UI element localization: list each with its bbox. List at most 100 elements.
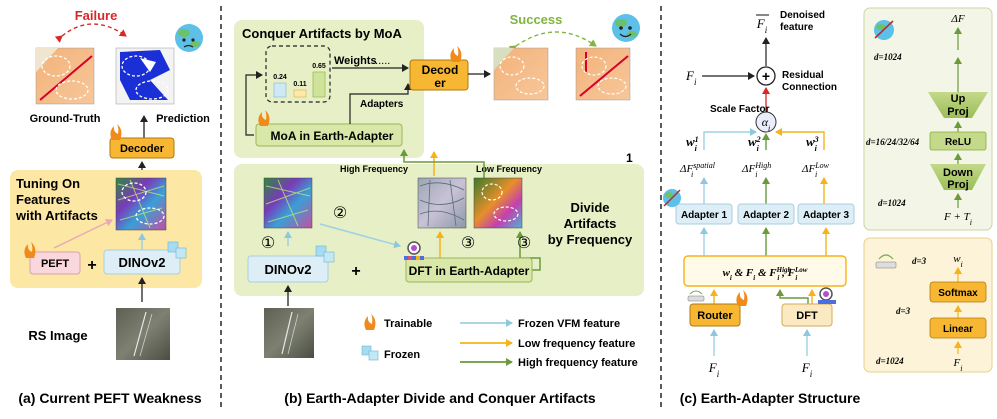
router-label: Router xyxy=(697,310,733,322)
adapter-2-box xyxy=(737,203,795,225)
weight-value-3: 0.65 xyxy=(312,63,326,70)
weight-bar-3 xyxy=(312,71,326,98)
up-proj-line-1: Up xyxy=(951,93,966,105)
peft-label: PEFT xyxy=(41,258,69,270)
scale-factor-label: Scale Factor xyxy=(710,104,770,115)
relu-box xyxy=(929,131,987,151)
weights-dots: ...... xyxy=(372,55,390,67)
rs-image-label: RS Image xyxy=(28,328,87,343)
d-mid-label: d=16/24/32/64 xyxy=(866,137,920,147)
linear-box xyxy=(929,317,987,339)
adapter-1-label: Adapter 1 xyxy=(681,210,728,221)
weight-value-1: 0.24 xyxy=(273,74,287,81)
adapters-label: Adapters xyxy=(360,99,404,110)
divide-line-1: Divide xyxy=(570,200,609,215)
rs-image xyxy=(116,308,170,360)
decoder-box-b xyxy=(409,59,469,91)
dinov2-box-b xyxy=(247,255,329,283)
step-1: ① xyxy=(261,235,275,252)
f-dft-input: Fi xyxy=(801,360,813,379)
flame-icon xyxy=(258,110,270,126)
prediction-label: Prediction xyxy=(156,113,210,125)
happy-earth-icon xyxy=(612,14,640,42)
residual-line-2: Connection xyxy=(782,82,837,93)
step-2: ② xyxy=(333,205,347,222)
ice-cube-icon xyxy=(361,345,379,361)
f-bar-symbol: Fi xyxy=(756,16,768,35)
prediction-image xyxy=(115,47,175,105)
svg-text:+: + xyxy=(762,68,770,84)
weight-value-2: 0.11 xyxy=(293,81,306,88)
adapter-1-box xyxy=(675,203,733,225)
rs-image-b xyxy=(264,308,314,358)
dft-box xyxy=(405,257,533,283)
router-box xyxy=(689,303,741,327)
ice-cube-icon xyxy=(315,245,335,263)
adapter-3-box xyxy=(797,203,855,225)
router-detail-panel xyxy=(863,237,993,373)
adapter-2-label: Adapter 2 xyxy=(743,210,790,221)
residual-line-1: Residual xyxy=(782,70,824,81)
denoised-line-1: Denoised xyxy=(780,10,825,21)
ground-truth-label: Ground-Truth xyxy=(30,113,101,125)
panel-b-caption: (b) Earth-Adapter Divide and Conquer Art… xyxy=(284,390,596,406)
d3-mid: d=3 xyxy=(896,306,911,316)
adapter-3-label: Adapter 3 xyxy=(803,210,850,221)
low-frequency-label: Low Frequency xyxy=(476,164,542,174)
dft-box-c xyxy=(781,303,833,327)
moa-label: MoA in Earth-Adapter xyxy=(271,129,394,143)
dinov2-label-b: DINOv2 xyxy=(265,262,312,277)
legend-trainable: Trainable xyxy=(384,318,432,330)
low-frequency-map xyxy=(473,177,523,229)
tuning-line-1: Tuning On xyxy=(16,176,80,191)
corner-number: 1 xyxy=(626,151,633,165)
scale-factor-node xyxy=(755,111,777,133)
failure-arc xyxy=(54,23,127,43)
moa-box xyxy=(255,123,403,147)
w-output: wi xyxy=(953,253,963,269)
divide-panel xyxy=(234,164,644,296)
down-proj-shape xyxy=(930,164,986,190)
dft-label-c: DFT xyxy=(796,310,818,322)
earth-icon xyxy=(874,20,894,40)
f-router-input: Fi xyxy=(708,360,720,379)
flame-icon xyxy=(736,290,748,306)
softmax-box xyxy=(929,281,987,303)
legend: Trainable Frozen Frozen VFM feature Low … xyxy=(361,314,638,369)
conquer-title: Conquer Artifacts by MoA xyxy=(242,26,402,41)
weight-bar-2 xyxy=(293,89,307,98)
flame-icon xyxy=(110,124,122,140)
linear-label: Linear xyxy=(943,324,973,335)
peft-box xyxy=(29,251,81,275)
down-proj-line-2: Proj xyxy=(947,179,968,191)
decoder-line-1: Decod xyxy=(422,63,459,77)
success-arc xyxy=(508,31,597,53)
up-proj-shape xyxy=(928,92,988,118)
wifi-router-icon xyxy=(687,290,705,302)
success-label: Success xyxy=(510,12,563,27)
dinov2-label: DINOv2 xyxy=(119,255,166,270)
panel-c-caption: (c) Earth-Adapter Structure xyxy=(680,390,861,406)
f-input-symbol: Fi xyxy=(685,68,697,87)
sad-earth-icon xyxy=(175,24,203,52)
d1024-top: d=1024 xyxy=(874,52,902,62)
d1024-router: d=1024 xyxy=(876,356,904,366)
decoder-line-2: er xyxy=(434,76,446,90)
magnifier-icon xyxy=(818,287,836,304)
plus-sign: + xyxy=(87,257,96,274)
svg-text:αi: αi xyxy=(762,115,771,133)
high-frequency-map xyxy=(417,177,467,229)
ice-cube-icon xyxy=(167,241,187,259)
ground-truth-image xyxy=(35,47,95,105)
legend-frozen: Frozen xyxy=(384,349,420,361)
panel-b: Conquer Artifacts by MoA 0.24 0.11 0.65 … xyxy=(234,12,644,406)
step-3: ③ xyxy=(461,235,475,252)
legend-frozen-feature: Frozen VFM feature xyxy=(518,318,620,330)
wifi-router-icon xyxy=(875,254,897,269)
